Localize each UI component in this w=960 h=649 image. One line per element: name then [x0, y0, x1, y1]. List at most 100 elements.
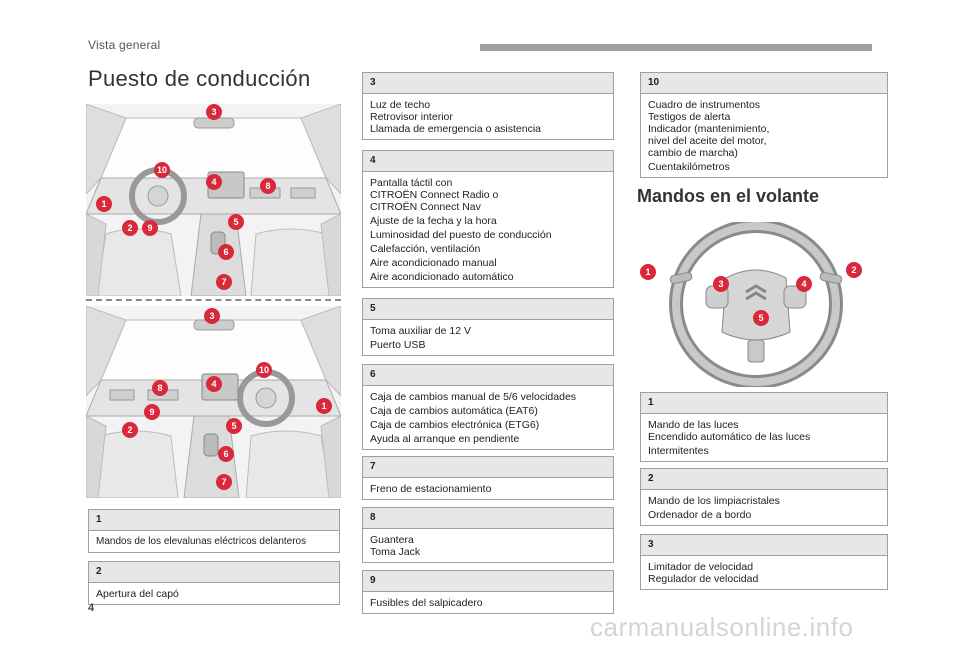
- callout-marker: 4: [206, 376, 222, 392]
- legend-line: CITROËN Connect Radio o: [370, 189, 499, 201]
- svg-text:7: 7: [221, 277, 226, 287]
- legend-number: 3: [641, 535, 887, 556]
- legend-number: 8: [363, 508, 613, 529]
- legend-line: Caja de cambios electrónica (ETG6): [370, 419, 540, 431]
- svg-text:3: 3: [718, 279, 723, 289]
- legend-line: Pantalla táctil con: [370, 177, 453, 189]
- callout-marker: 6: [218, 446, 234, 462]
- steering-wheel-illustration: 1 2 3 4 5: [640, 219, 862, 389]
- legend-line: Puerto USB: [370, 339, 426, 351]
- legend-line: Aire acondicionado manual: [370, 257, 497, 269]
- svg-text:2: 2: [127, 223, 132, 233]
- legend-number: 3: [363, 73, 613, 94]
- legend-number: 10: [641, 73, 887, 94]
- legend-number: 5: [363, 299, 613, 320]
- callout-marker: 3: [206, 104, 222, 120]
- legend-line: Cuentakilómetros: [648, 161, 730, 173]
- callout-marker: 2: [122, 422, 138, 438]
- legend-number: 2: [89, 562, 339, 583]
- legend-line: Toma auxiliar de 12 V: [370, 325, 471, 337]
- legend-box-8: 8 Guantera Toma Jack: [362, 507, 614, 563]
- legend-box-1: 1 Mandos de los elevalunas eléctricos de…: [88, 509, 340, 553]
- header-bar: [480, 44, 872, 51]
- legend-line: CITROËN Connect Nav: [370, 201, 481, 213]
- legend-number: 1: [641, 393, 887, 414]
- legend-line: Toma Jack: [370, 546, 421, 558]
- callout-marker: 2: [846, 262, 862, 278]
- svg-text:6: 6: [223, 247, 228, 257]
- svg-text:10: 10: [259, 365, 269, 375]
- legend-line: Indicador (mantenimiento,: [648, 123, 770, 135]
- callout-marker: 8: [260, 178, 276, 194]
- svg-text:2: 2: [851, 265, 856, 275]
- svg-text:1: 1: [321, 401, 326, 411]
- callout-marker: 2: [122, 220, 138, 236]
- dashboard-illustration-rhd: 3 10 8 4 9 1 5 2 6 7: [85, 305, 342, 499]
- callout-marker: 9: [142, 220, 158, 236]
- svg-text:8: 8: [157, 383, 162, 393]
- callout-marker: 10: [154, 162, 170, 178]
- wheel-legend-box-2: 2 Mando de los limpiacristales Ordenador…: [640, 468, 888, 526]
- svg-text:7: 7: [221, 477, 226, 487]
- legend-line: Fusibles del salpicadero: [370, 597, 483, 609]
- legend-number: 1: [89, 510, 339, 531]
- legend-line: Mando de las luces: [648, 419, 739, 431]
- svg-text:9: 9: [149, 407, 154, 417]
- legend-line: Caja de cambios automática (EAT6): [370, 405, 538, 417]
- legend-line: Encendido automático de las luces: [648, 431, 811, 443]
- callout-marker: 8: [152, 380, 168, 396]
- legend-line: Llamada de emergencia o asistencia: [370, 123, 542, 135]
- legend-line: Ordenador de a bordo: [648, 509, 752, 521]
- wheel-legend-box-1: 1 Mando de las luces Encendido automátic…: [640, 392, 888, 462]
- callout-marker: 5: [226, 418, 242, 434]
- legend-line: Aire acondicionado automático: [370, 271, 514, 283]
- callout-marker: 3: [713, 276, 729, 292]
- svg-text:1: 1: [645, 267, 650, 277]
- legend-line: Ayuda al arranque en pendiente: [370, 433, 520, 445]
- legend-box-3: 3 Luz de techo Retrovisor interior Llama…: [362, 72, 614, 140]
- svg-text:3: 3: [211, 107, 216, 117]
- legend-line: Testigos de alerta: [648, 111, 731, 123]
- svg-text:2: 2: [127, 425, 132, 435]
- legend-line: Retrovisor interior: [370, 111, 453, 123]
- legend-line: Calefacción, ventilación: [370, 243, 481, 255]
- svg-text:5: 5: [233, 217, 238, 227]
- callout-marker: 6: [218, 244, 234, 260]
- svg-text:6: 6: [223, 449, 228, 459]
- legend-number: 9: [363, 571, 613, 592]
- legend-line: Apertura del capó: [96, 588, 179, 600]
- wheel-legend-box-3: 3 Limitador de velocidad Regulador de ve…: [640, 534, 888, 590]
- svg-text:10: 10: [157, 165, 167, 175]
- callout-marker: 1: [96, 196, 112, 212]
- section-label: Vista general: [88, 38, 161, 52]
- watermark: carmanualsonline.info: [590, 612, 854, 642]
- legend-number: 2: [641, 469, 887, 490]
- figure-separator: [86, 299, 341, 301]
- legend-line: Cuadro de instrumentos: [648, 99, 761, 111]
- callout-marker: 9: [144, 404, 160, 420]
- legend-box-6: 6 Caja de cambios manual de 5/6 velocida…: [362, 364, 614, 450]
- callout-marker: 1: [316, 398, 332, 414]
- legend-line: Freno de estacionamiento: [370, 483, 492, 495]
- legend-line: Luz de techo: [370, 99, 431, 111]
- legend-line: Limitador de velocidad: [648, 561, 754, 573]
- svg-text:3: 3: [209, 311, 214, 321]
- dashboard-figure-rhd: 3 10 8 4 9 1 5 2 6 7: [85, 305, 342, 499]
- legend-line: Luminosidad del puesto de conducción: [370, 229, 552, 241]
- callout-marker: 3: [204, 308, 220, 324]
- legend-line: cambio de marcha): [648, 147, 738, 159]
- svg-text:1: 1: [101, 199, 106, 209]
- legend-number: 6: [363, 365, 613, 386]
- legend-number: 4: [363, 151, 613, 172]
- steering-wheel-figure: 1 2 3 4 5: [640, 219, 872, 389]
- legend-line: nivel del aceite del motor,: [648, 135, 767, 147]
- svg-text:5: 5: [758, 313, 763, 323]
- legend-line: Mandos de los elevalunas eléctricos dela…: [96, 536, 307, 547]
- legend-line: Regulador de velocidad: [648, 573, 759, 585]
- svg-text:5: 5: [231, 421, 236, 431]
- legend-line: Caja de cambios manual de 5/6 velocidade…: [370, 391, 577, 403]
- callout-marker: 1: [640, 264, 656, 280]
- svg-text:4: 4: [211, 177, 216, 187]
- legend-number: 7: [363, 457, 613, 478]
- legend-box-4: 4 Pantalla táctil con CITROËN Connect Ra…: [362, 150, 614, 288]
